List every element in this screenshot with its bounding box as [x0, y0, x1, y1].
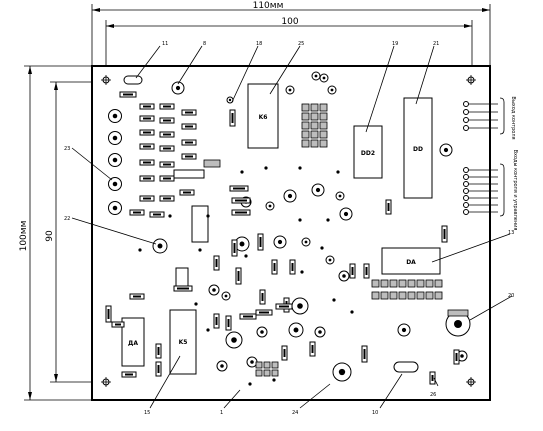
- dimension-lines: 110мм 100 100мм 90: [19, 1, 491, 401]
- callout-15: 15: [144, 410, 150, 416]
- mounting-holes: [101, 75, 476, 387]
- dim-width-outer: 110мм: [253, 1, 284, 11]
- callout-13: 13: [508, 230, 514, 236]
- callout-19: 19: [392, 41, 398, 47]
- ic-mid-label: DD2: [361, 150, 375, 157]
- connectors: Выход контроля Входы контроля и управлен…: [463, 96, 518, 231]
- callout-24: 24: [292, 410, 298, 416]
- integrated-circuits: K6 DD2 DD DA K5 ДА: [121, 83, 441, 375]
- ic-top-label: K6: [259, 114, 268, 121]
- ic-left-label: K5: [179, 339, 188, 346]
- callout-20: 20: [508, 293, 514, 299]
- connector-lower-label: Входы контроля и управления: [512, 150, 518, 231]
- callout-18: 18: [256, 41, 262, 47]
- callout-21: 21: [433, 41, 439, 47]
- callouts: 11 8 18 25 19 21 23 22 13 20 15 1 24 10 …: [64, 41, 514, 416]
- callout-1: 1: [220, 410, 223, 416]
- components: [105, 71, 471, 386]
- ic-right-label: DD: [413, 146, 423, 153]
- dim-width-inner: 100: [281, 17, 298, 27]
- callout-23: 23: [64, 146, 70, 152]
- callout-10: 10: [372, 410, 378, 416]
- dim-height-inner: 90: [45, 230, 55, 242]
- callout-22: 22: [64, 216, 70, 222]
- callout-11: 11: [162, 41, 168, 47]
- dim-height-outer: 100мм: [19, 221, 29, 252]
- ic-bottom-left-label: ДА: [128, 340, 138, 347]
- callout-26: 26: [430, 392, 436, 398]
- connector-upper-label: Выход контроля: [510, 96, 516, 139]
- callout-8: 8: [203, 41, 206, 47]
- ic-wide-label: DA: [406, 259, 416, 266]
- callout-25: 25: [298, 41, 304, 47]
